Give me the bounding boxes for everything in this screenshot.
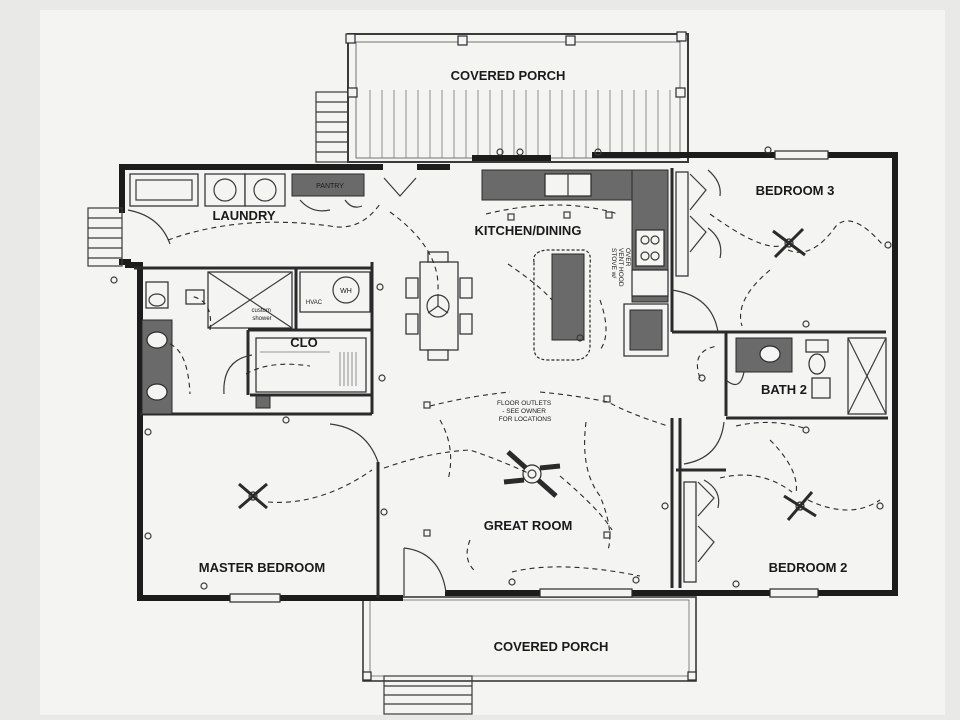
front-porch: COVERED PORCH (362, 596, 697, 715)
bedroom-3-label: BEDROOM 3 (756, 183, 835, 198)
hvac-label: HVAC (306, 300, 323, 306)
master-bedroom-label: MASTER BEDROOM (199, 560, 325, 575)
laundry-steps (87, 207, 123, 267)
shower-note: custom shower (251, 308, 272, 322)
great-room-label: GREAT ROOM (484, 518, 573, 533)
bedroom-3: BEDROOM 3 (671, 169, 835, 333)
rear-porch-label: COVERED PORCH (451, 68, 566, 83)
pantry-label: PANTRY (316, 183, 344, 190)
bedroom-3-ceiling-fan (772, 227, 806, 259)
bedroom-2: BEDROOM 2 (683, 479, 848, 583)
bedroom-2-ceiling-fan (783, 491, 817, 521)
great-room: FLOOR OUTLETS - SEE OWNER FOR LOCATIONS … (329, 400, 725, 596)
great-room-ceiling-fan (503, 450, 561, 498)
kitchen-dining-label: KITCHEN/DINING (475, 223, 582, 238)
master-bedroom: MASTER BEDROOM (199, 482, 325, 575)
kitchen-fixtures: STOVE w/ VENT HOOD OVER KITCHEN/DINING (475, 169, 669, 361)
laundry-fixtures: PANTRY LAUNDRY (127, 173, 417, 245)
floor-outlets-note: FLOOR OUTLETS - SEE OWNER FOR LOCATIONS (497, 400, 553, 423)
rear-porch-steps (315, 91, 349, 163)
windows (229, 150, 829, 603)
clo-label: CLO (290, 335, 317, 350)
bedroom-2-label: BEDROOM 2 (769, 560, 848, 575)
bath-2-label: BATH 2 (761, 382, 807, 397)
electrical-symbols (110, 146, 892, 590)
bath-2: BATH 2 (725, 337, 887, 415)
master-ceiling-fan (238, 482, 268, 510)
front-porch-steps (383, 675, 473, 715)
dining-table (405, 251, 473, 361)
stove-note: STOVE w/ VENT HOOD OVER (610, 248, 631, 288)
electrical-wiring (167, 203, 883, 577)
exterior-walls (119, 152, 898, 601)
interior-walls (134, 168, 888, 598)
water-heater-label: WH (340, 288, 352, 295)
laundry-label: LAUNDRY (212, 208, 275, 223)
front-porch-label: COVERED PORCH (494, 639, 609, 654)
porch-decking (369, 90, 671, 158)
